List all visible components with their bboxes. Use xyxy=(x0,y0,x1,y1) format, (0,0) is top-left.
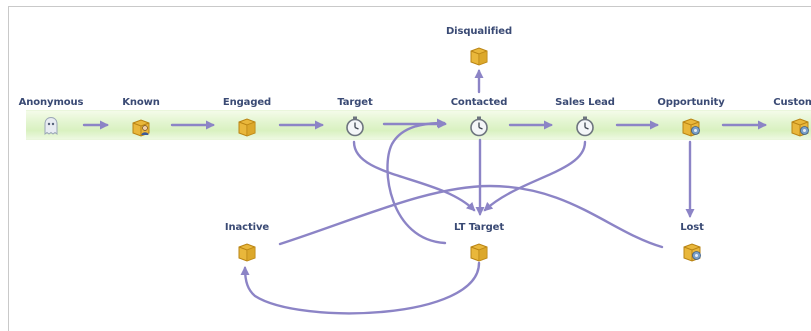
stage-inactive-label: Inactive xyxy=(224,222,270,233)
stopwatch-icon xyxy=(574,115,596,137)
arrow-target-lt-target xyxy=(352,140,476,212)
box-gear-icon xyxy=(681,240,703,262)
stage-opportunity-label: Opportunity xyxy=(657,97,725,108)
stage-lt-target-label: LT Target xyxy=(453,222,505,233)
box-gear-icon xyxy=(789,115,811,137)
stage-lost-label: Lost xyxy=(680,222,704,233)
stopwatch-icon xyxy=(344,115,366,137)
arrow-lt-target-inactive xyxy=(240,261,481,315)
arrow-lt-target-contacted xyxy=(386,118,447,245)
stage-sales-lead-label: Sales Lead xyxy=(555,97,615,108)
arrow-sales-lead-lt-target xyxy=(483,140,587,212)
stopwatch-icon xyxy=(468,115,490,137)
stage-target-label: Target xyxy=(337,97,373,108)
person-box-icon xyxy=(130,115,152,137)
stage-disqualified-label: Disqualified xyxy=(445,26,513,37)
stage-known-label: Known xyxy=(122,97,160,108)
ghost-icon xyxy=(40,115,62,137)
stage-anonymous-label: Anonymous xyxy=(18,97,84,108)
box-icon xyxy=(468,44,490,66)
box-icon xyxy=(236,115,258,137)
stage-customer-label: Customer xyxy=(773,97,811,108)
box-icon xyxy=(468,240,490,262)
stage-contacted-label: Contacted xyxy=(450,97,508,108)
stage-engaged-label: Engaged xyxy=(222,97,272,108)
box-gear-icon xyxy=(680,115,702,137)
arrow-inactive-flow xyxy=(278,184,664,249)
box-icon xyxy=(236,240,258,262)
diagram-frame xyxy=(8,6,811,331)
